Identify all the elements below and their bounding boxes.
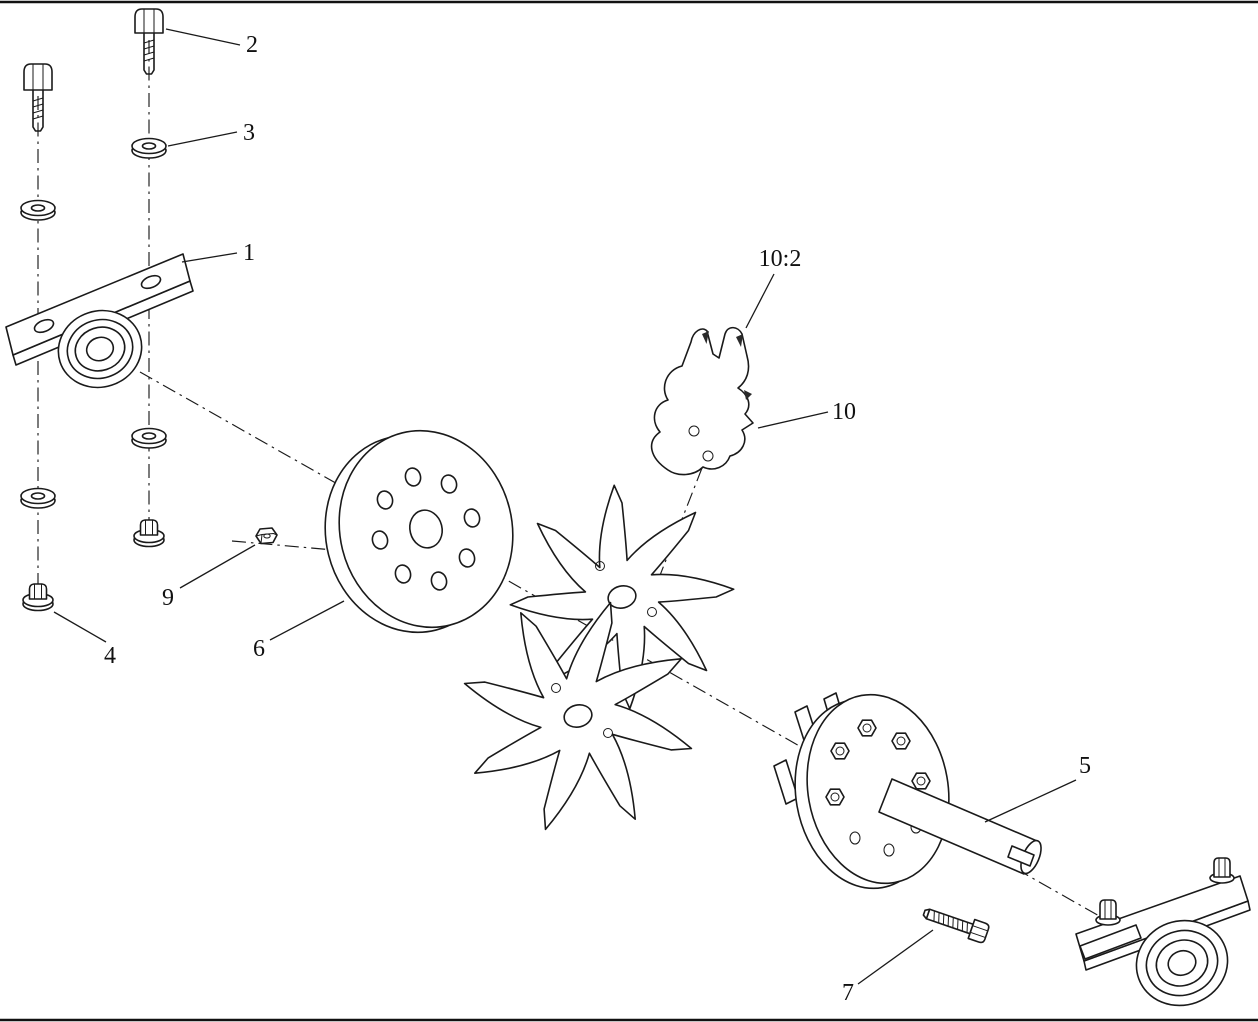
leader-line [269, 600, 345, 641]
keyway-slot [1007, 845, 1035, 867]
pillow-block-bearing-top [5, 253, 194, 389]
leader-line [167, 131, 238, 147]
leader-lines [53, 28, 1077, 985]
hex-bolt-small [922, 908, 990, 944]
washer-left-lower [20, 487, 56, 509]
washer-middle [131, 427, 167, 449]
drilled-disc [324, 429, 514, 634]
leader-line [984, 779, 1077, 823]
callout-3: 3 [243, 120, 255, 146]
leader-line [53, 611, 107, 643]
flange-bolt-heads [825, 719, 931, 806]
washer-left-upper [20, 199, 56, 221]
washer-top [131, 137, 167, 159]
flange-nut-left [22, 583, 54, 612]
star-tines [463, 484, 735, 831]
shaft-assembly [773, 692, 1042, 890]
callout-5: 5 [1079, 753, 1091, 779]
callout-2: 2 [246, 32, 258, 58]
pillow-block-bearing-bottom [1075, 857, 1251, 1007]
callout-9: 9 [162, 585, 174, 611]
bearing-clamp-bolt-left [1095, 899, 1121, 926]
leader-line [181, 252, 238, 263]
callout-10: 10 [832, 399, 856, 425]
leader-line [165, 28, 241, 46]
callout-4: 4 [104, 643, 116, 669]
hex-bolt-top [134, 8, 164, 75]
bearing-clamp-bolt-right [1209, 857, 1235, 884]
leader-line [745, 273, 775, 329]
callout-7: 7 [842, 980, 854, 1006]
callout-10-2: 10:2 [759, 246, 802, 272]
hex-bolt-left [23, 63, 53, 132]
leader-line [857, 929, 934, 985]
flange-nut-middle [133, 519, 165, 548]
leader-line [179, 544, 256, 589]
hex-nut-small [255, 527, 278, 545]
callout-6: 6 [253, 636, 265, 662]
callouts: 2 3 1 4 9 6 10:2 10 5 7 [104, 32, 1091, 1006]
tine-bracket [650, 326, 754, 476]
leader-line [757, 411, 829, 429]
callout-1: 1 [243, 240, 255, 266]
